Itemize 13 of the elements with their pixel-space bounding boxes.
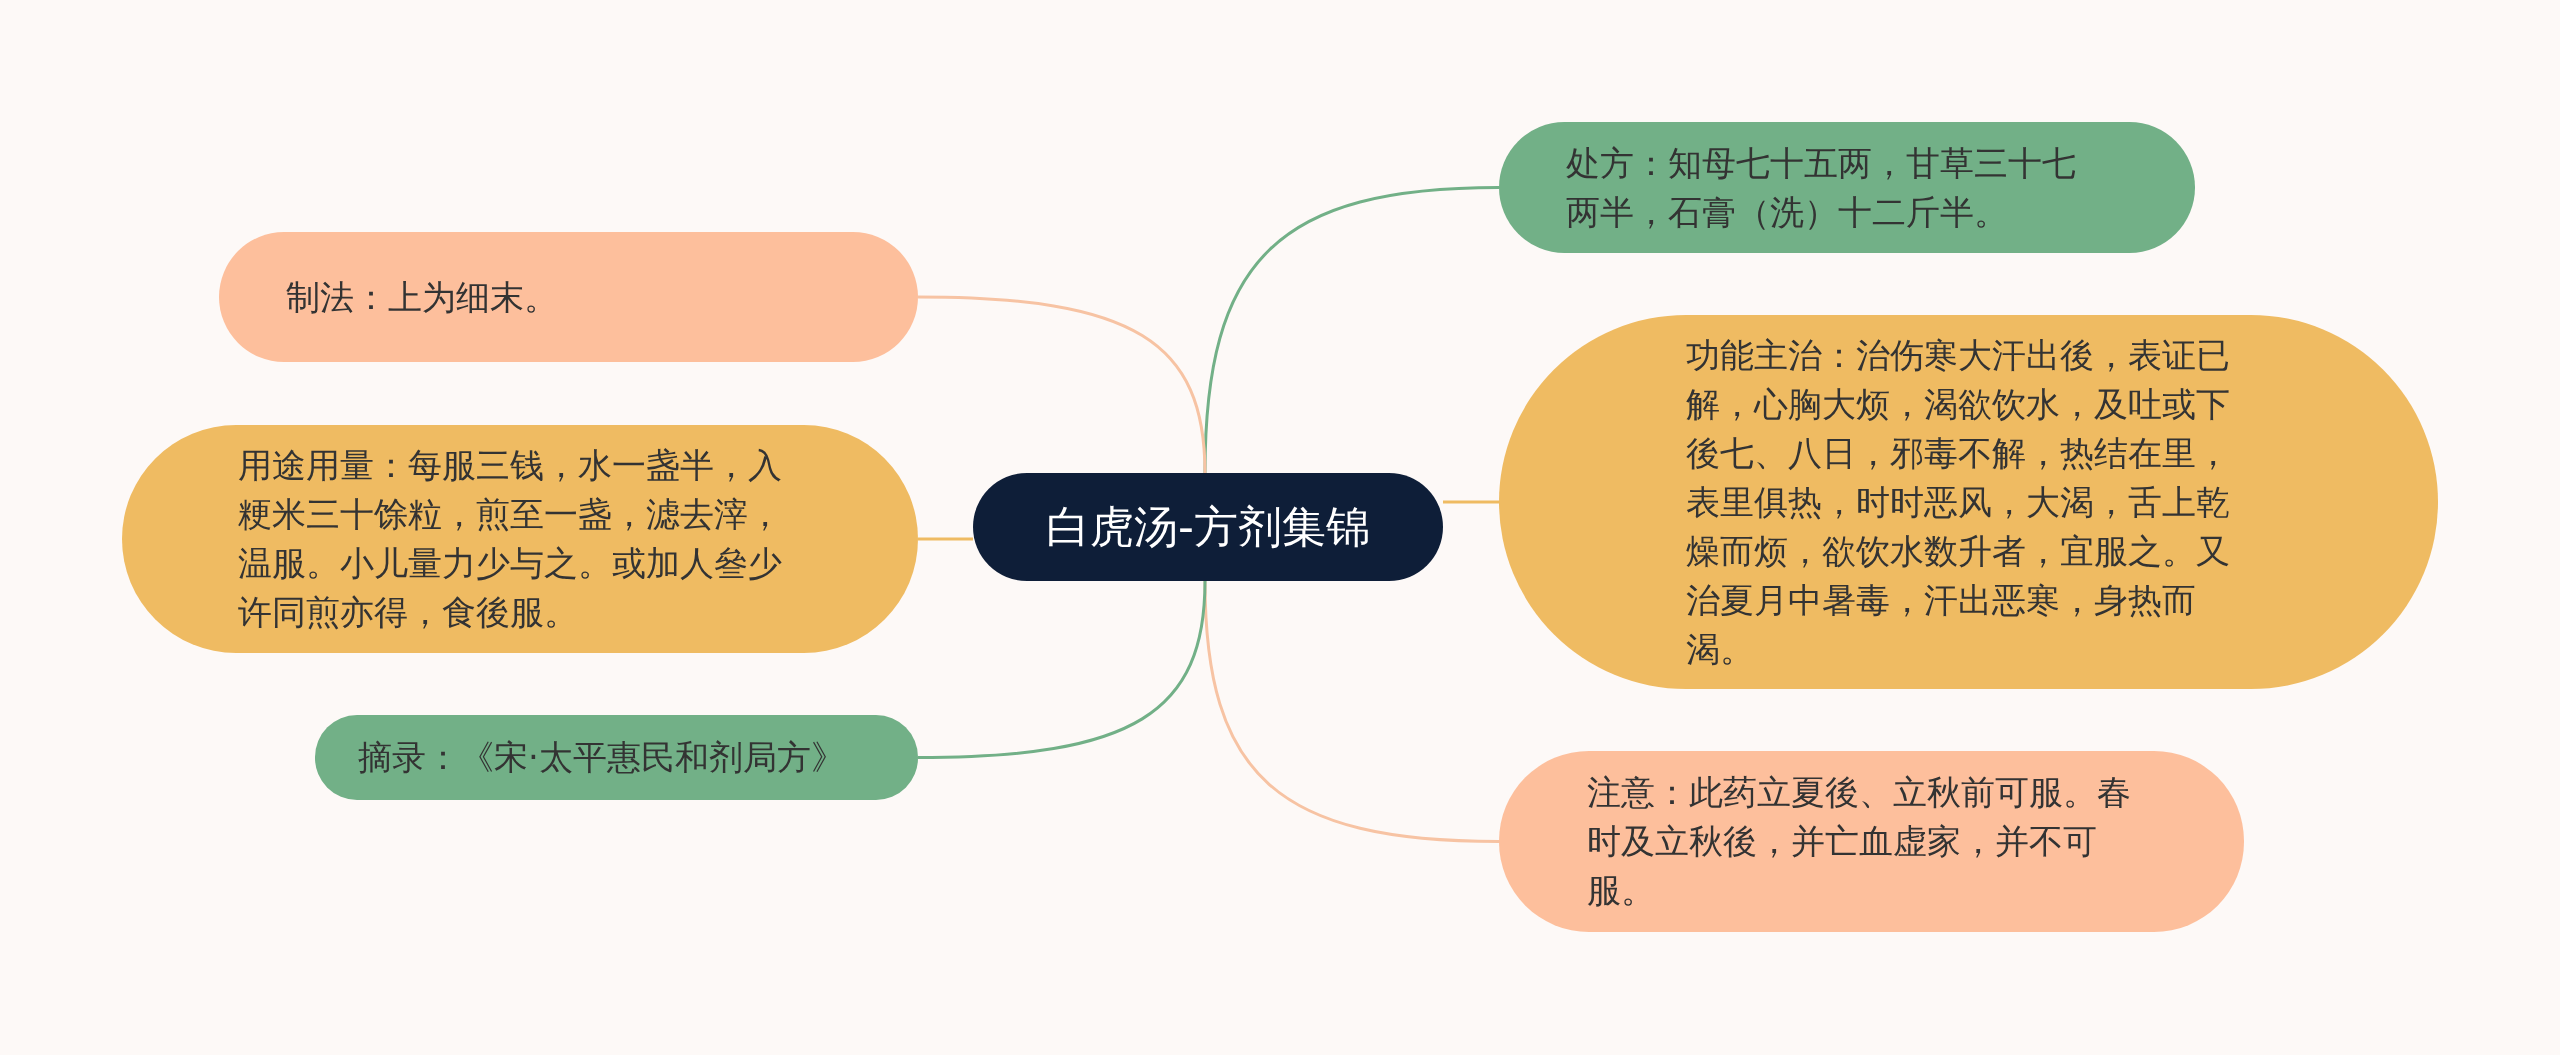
- topic-text: 功能主治：治伤寒大汗出後，表证已解，心胸大烦，渴欲饮水，及吐或下後七、八日，邪毒不解，热结在里，表里俱热，时时恶风，大渴，舌上乾燥而烦，欲饮水数升者，宜服之。又治夏月中暑毒，汗出恶寒，身热而渴。: [1686, 333, 2231, 671]
- topic-text: 注意：此药立夏後、立秋前可服。春时及立秋後，并亡血虚家，并不可服。: [1587, 771, 2132, 912]
- connector-line: [1203, 186, 1500, 474]
- connector-line: [918, 537, 973, 541]
- connector-line: [917, 295, 1207, 474]
- topic-text: 摘录：《宋·太平惠民和剂局方》: [358, 736, 846, 779]
- connector-line: [1203, 580, 1500, 843]
- topic-text: 处方：知母七十五两，甘草三十七两半，石膏（洗）十二斤半。: [1566, 141, 2077, 234]
- central-topic-text: 白虎汤-方剂集锦: [1045, 500, 1371, 554]
- connector-line: [917, 580, 1207, 759]
- connector-line: [1443, 500, 1499, 504]
- topic-text: 用途用量：每服三钱，水一盏半，入粳米三十馀粒，煎至一盏，滤去滓，温服。小儿量力少与之。或加人叄少许同煎亦得，食後服。: [238, 444, 783, 634]
- topic-text: 制法：上为细末。: [286, 275, 559, 319]
